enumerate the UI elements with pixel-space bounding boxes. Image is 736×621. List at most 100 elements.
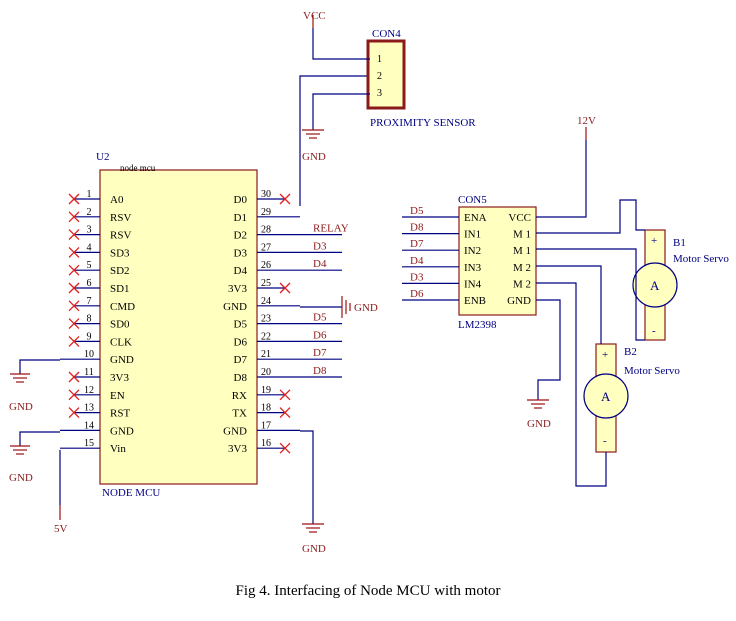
pin-number: 28 bbox=[261, 225, 271, 236]
net-label: D6 bbox=[410, 288, 424, 300]
motor-b2-plus-wire bbox=[536, 265, 602, 344]
pin-name: M 1 bbox=[513, 245, 531, 257]
con4-pin-1: 1 bbox=[377, 54, 382, 65]
pin-number: 14 bbox=[84, 420, 94, 431]
motor-b2-letter: A bbox=[601, 389, 611, 404]
pin-name: Vin bbox=[110, 443, 126, 455]
gnd-label: GND bbox=[9, 472, 33, 484]
gnd-wire-pin17 bbox=[300, 430, 314, 524]
ground-symbol bbox=[302, 129, 324, 139]
pin-number: 3 bbox=[87, 225, 92, 236]
pin-number: 11 bbox=[84, 367, 94, 378]
pin-number: 27 bbox=[261, 242, 271, 253]
pin-number: 19 bbox=[261, 385, 271, 396]
pin-name: 3V3 bbox=[228, 443, 247, 455]
proximity-sensor-connector: CON4 1 2 3 PROXIMITY SENSOR VCC GND bbox=[302, 10, 476, 163]
pin-name: GND bbox=[110, 425, 134, 437]
pin-number: 10 bbox=[84, 349, 94, 360]
pin-name: IN4 bbox=[464, 278, 482, 290]
pin-name: D1 bbox=[234, 212, 247, 224]
net-label: RELAY bbox=[313, 223, 349, 235]
pin-name: D8 bbox=[234, 372, 248, 384]
motor-b2: A + - B2 Motor Servo bbox=[536, 265, 680, 487]
driver-ref: CON5 bbox=[458, 194, 487, 206]
nodemcu-body bbox=[99, 169, 258, 485]
pin-name: D6 bbox=[234, 336, 248, 348]
pin-number: 24 bbox=[261, 296, 271, 307]
pin-name: RX bbox=[232, 390, 247, 402]
pin-name: IN1 bbox=[464, 229, 481, 241]
pin-name: M 1 bbox=[513, 229, 531, 241]
net-label: D8 bbox=[313, 365, 327, 377]
pin-number: 2 bbox=[87, 207, 92, 218]
pin-name: RSV bbox=[110, 212, 131, 224]
nodemcu-pin: 30 D0 bbox=[234, 189, 291, 206]
motor-b2-plus: + bbox=[602, 349, 608, 361]
pin-name: D7 bbox=[234, 354, 248, 366]
pin-name: D0 bbox=[234, 194, 248, 206]
no-connect-mark bbox=[68, 211, 80, 223]
pin-number: 6 bbox=[87, 278, 92, 289]
pin-name: ENB bbox=[464, 295, 486, 307]
nodemcu-pin: 14 GND bbox=[60, 420, 134, 437]
five-volt-label: 5V bbox=[54, 523, 68, 535]
motor-b1-plus-wire bbox=[536, 199, 645, 234]
no-connect-mark bbox=[68, 246, 80, 258]
pin-number: 20 bbox=[261, 367, 271, 378]
pin-name: EN bbox=[110, 390, 125, 402]
no-connect-mark bbox=[68, 264, 80, 276]
con4-pin-2: 2 bbox=[377, 71, 382, 82]
motor-b1-letter: A bbox=[650, 278, 660, 293]
driver-pin: M 1 bbox=[513, 229, 531, 241]
pin-name: M 2 bbox=[513, 278, 531, 290]
pin-name: D2 bbox=[234, 230, 247, 242]
pin-name: GND bbox=[223, 301, 247, 313]
pin-name: D3 bbox=[234, 247, 248, 259]
ground-symbol bbox=[302, 523, 324, 533]
con4-body bbox=[366, 39, 406, 110]
twelve-volt-label: 12V bbox=[577, 115, 596, 127]
no-connect-mark bbox=[279, 407, 291, 419]
gnd-label: GND bbox=[527, 418, 551, 430]
pin-name: CLK bbox=[110, 336, 132, 348]
driver-body bbox=[458, 206, 537, 316]
pin-name: RST bbox=[110, 408, 130, 420]
no-connect-mark bbox=[279, 442, 291, 454]
pin-number: 30 bbox=[261, 189, 271, 200]
nodemcu-pin: 24 GND bbox=[223, 296, 300, 313]
ground-symbol bbox=[10, 373, 30, 383]
figure-caption: Fig 4. Interfacing of Node MCU with moto… bbox=[235, 583, 501, 599]
pin-name: 3V3 bbox=[110, 372, 129, 384]
net-label: D5 bbox=[410, 205, 424, 217]
nodemcu-pin: 16 3V3 bbox=[228, 438, 291, 455]
driver-pin: M 1 bbox=[513, 245, 531, 257]
pin-name: D4 bbox=[234, 265, 248, 277]
pin-name: GND bbox=[110, 354, 134, 366]
sensor-gnd-wire bbox=[312, 93, 370, 130]
pin-number: 1 bbox=[87, 189, 92, 200]
net-label: D8 bbox=[410, 222, 424, 234]
pin-number: 13 bbox=[84, 403, 94, 414]
gnd-wire-pin10 bbox=[19, 359, 60, 374]
con4-pin-3: 3 bbox=[377, 88, 382, 99]
ground-symbol bbox=[10, 445, 30, 455]
nodemcu-right-wiring: GND GND bbox=[299, 75, 378, 555]
pin-number: 16 bbox=[261, 438, 271, 449]
pin-number: 8 bbox=[87, 314, 92, 325]
nodemcu-pin: 28 D2 RELAY bbox=[234, 223, 349, 242]
